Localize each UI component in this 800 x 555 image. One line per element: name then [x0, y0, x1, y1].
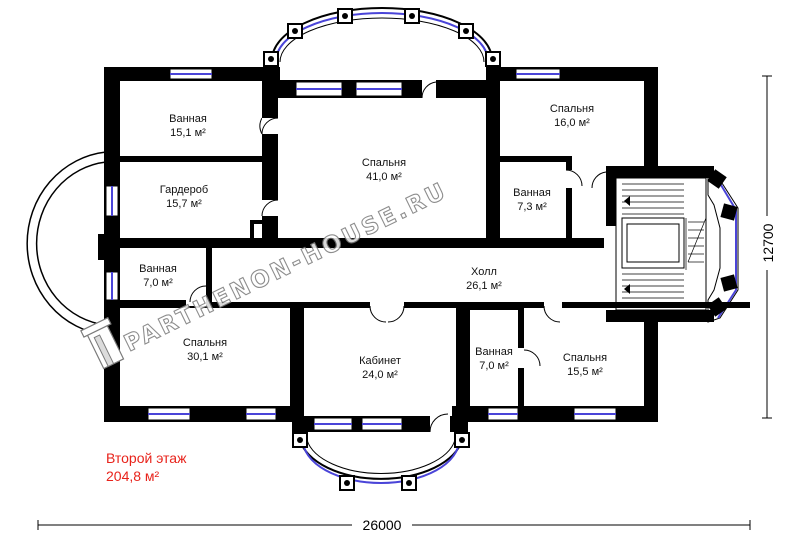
room-name-bedroom-1: Спальня — [362, 157, 406, 169]
room-labels: Ванная 15,1 м² Гардероб 15,7 м² Спальня … — [139, 103, 607, 381]
room-area-bath-2: 7,3 м² — [517, 201, 547, 213]
room-area-wardrobe: 15,7 м² — [166, 198, 202, 210]
room-name-bath-1: Ванная — [169, 113, 207, 125]
dimension-height: 12700 — [758, 75, 776, 419]
doors — [186, 80, 607, 433]
floor-area: 204,8 м² — [106, 468, 160, 484]
windows — [98, 68, 617, 431]
staircase — [615, 177, 707, 311]
room-name-bath-4: Ванная — [475, 346, 513, 358]
room-name-bath-3: Ванная — [139, 263, 177, 275]
room-area-bedroom-3: 30,1 м² — [187, 351, 223, 363]
floor-title: Второй этаж — [106, 450, 187, 466]
room-area-bedroom-4: 15,5 м² — [567, 366, 603, 378]
room-area-bath-3: 7,0 м² — [143, 277, 173, 289]
bay-window-top — [263, 7, 501, 67]
room-name-bath-2: Ванная — [513, 187, 551, 199]
room-name-bedroom-2: Спальня — [550, 103, 594, 115]
room-area-hall: 26,1 м² — [466, 280, 502, 292]
room-name-wardrobe: Гардероб — [160, 184, 208, 196]
room-name-hall: Холл — [471, 266, 497, 278]
room-name-bedroom-4: Спальня — [563, 352, 607, 364]
room-area-bath-4: 7,0 м² — [479, 360, 509, 372]
dimension-height-label: 12700 — [760, 223, 776, 262]
room-area-office: 24,0 м² — [362, 369, 398, 381]
room-area-bath-1: 15,1 м² — [170, 127, 206, 139]
room-area-bedroom-1: 41,0 м² — [366, 171, 402, 183]
room-area-bedroom-2: 16,0 м² — [554, 117, 590, 129]
room-name-office: Кабинет — [359, 355, 401, 367]
bay-window-bottom — [292, 432, 470, 491]
dimension-width-label: 26000 — [363, 517, 402, 533]
stair-bay — [707, 169, 739, 323]
room-name-bedroom-3: Спальня — [183, 337, 227, 349]
left-balcony — [26, 151, 107, 336]
dimension-width: 26000 — [37, 516, 751, 533]
